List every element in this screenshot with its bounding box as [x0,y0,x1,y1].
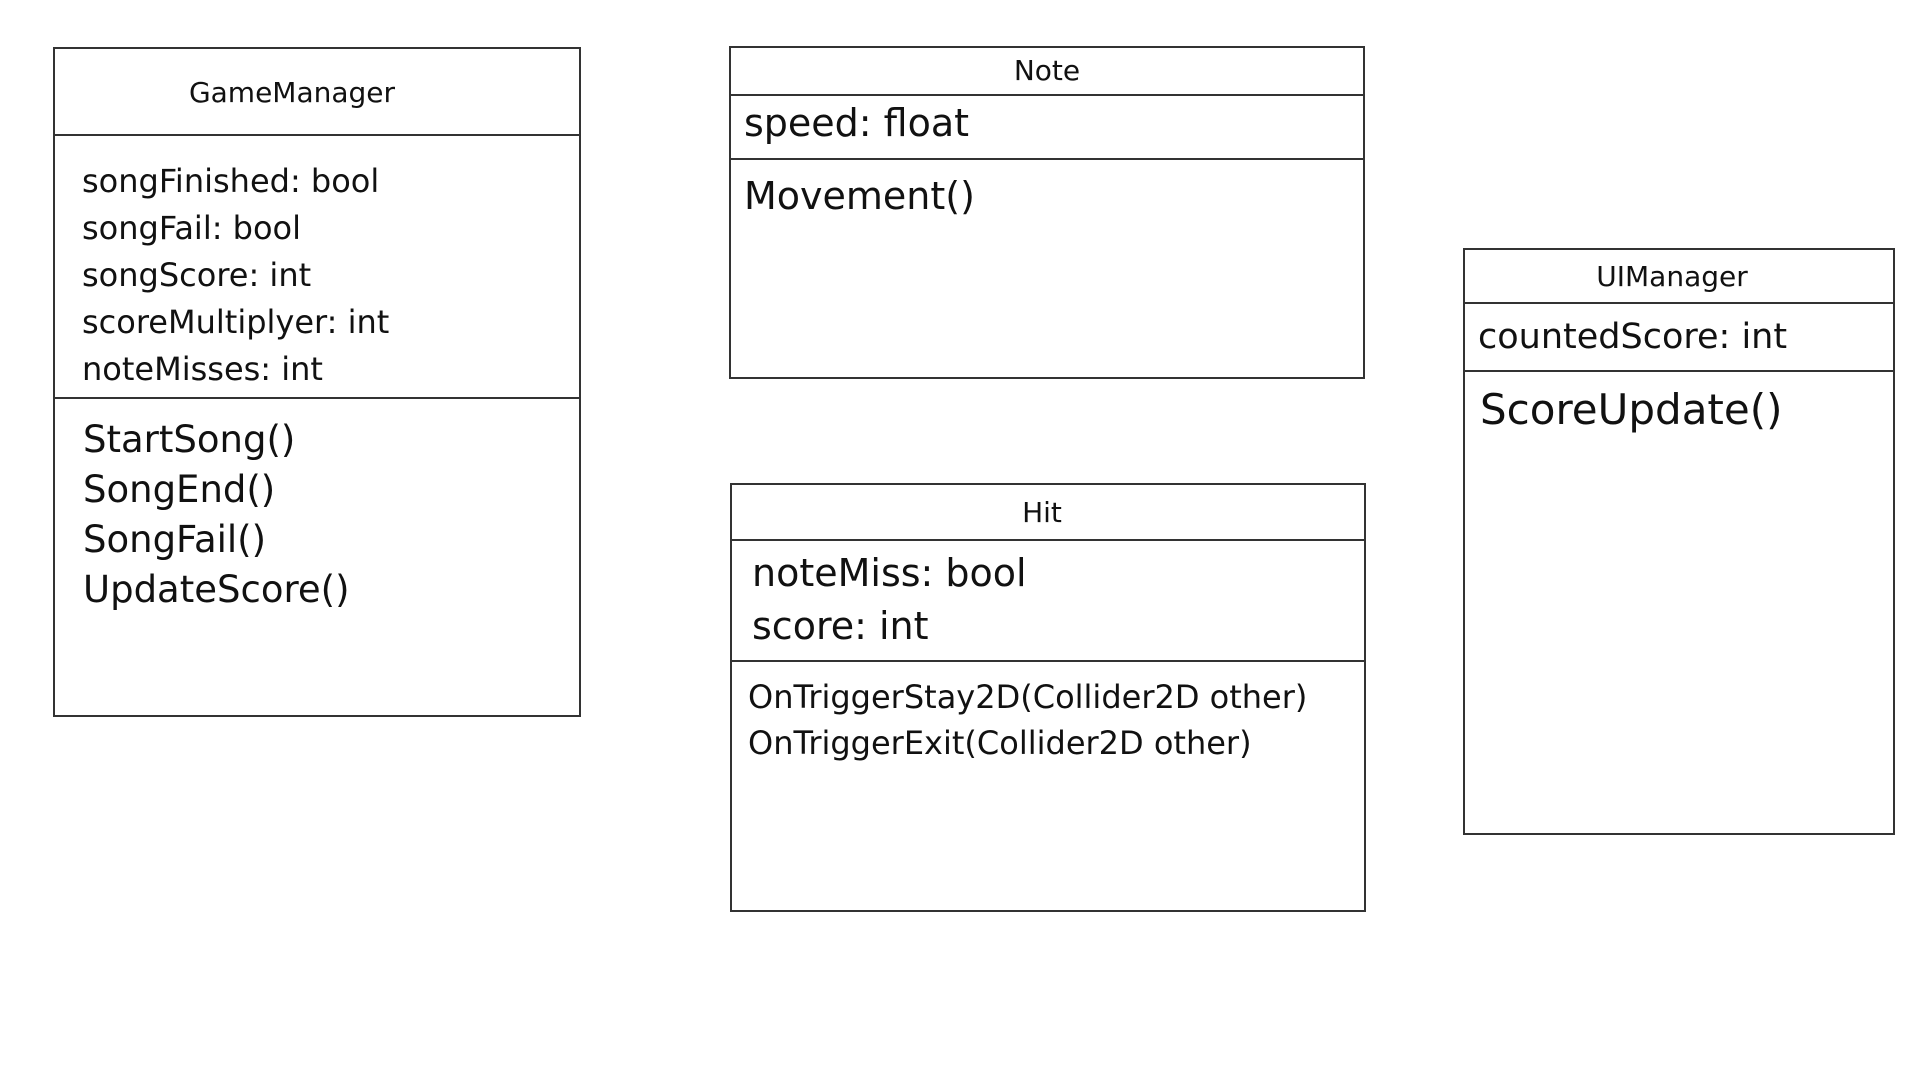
method-score-update: ScoreUpdate() [1480,385,1783,434]
method-on-trigger-stay-2d: OnTriggerStay2D(Collider2D other) [748,678,1308,716]
methods-section-note: Movement() [731,160,1363,224]
attribute-counted-score: countedScore: int [1478,317,1788,357]
method-update-score: UpdateScore() [83,568,350,611]
class-box-note: Note speed: float Movement() [729,46,1365,379]
attribute-note-misses: noteMisses: int [82,350,323,388]
attributes-section-hit: noteMiss: bool score: int [732,541,1364,662]
attribute-speed: speed: float [744,101,970,145]
class-name-note: Note [731,48,1363,96]
method-song-fail: SongFail() [83,518,267,561]
methods-section-uimanager: ScoreUpdate() [1465,372,1893,440]
attribute-song-score: songScore: int [82,256,312,294]
method-start-song: StartSong() [83,418,296,461]
attribute-song-fail: songFail: bool [82,209,302,247]
attribute-song-finished: songFinished: bool [82,162,380,200]
attribute-note-miss: noteMiss: bool [752,551,1027,595]
attribute-score-multiplyer: scoreMultiplyer: int [82,303,390,341]
attributes-section-uimanager: countedScore: int [1465,304,1893,372]
attribute-score: score: int [752,604,929,648]
method-on-trigger-exit: OnTriggerExit(Collider2D other) [748,724,1252,762]
class-box-gamemanager: GameManager songFinished: bool songFail:… [53,47,581,717]
method-song-end: SongEnd() [83,468,276,511]
class-box-hit: Hit noteMiss: bool score: int OnTriggerS… [730,483,1366,912]
methods-section-gamemanager: StartSong() SongEnd() SongFail() UpdateS… [55,399,579,615]
methods-section-hit: OnTriggerStay2D(Collider2D other) OnTrig… [732,662,1364,766]
attributes-section-note: speed: float [731,96,1363,160]
class-name-gamemanager: GameManager [55,49,579,136]
attributes-section-gamemanager: songFinished: bool songFail: bool songSc… [55,136,579,399]
class-name-hit: Hit [732,485,1364,541]
class-box-uimanager: UIManager countedScore: int ScoreUpdate(… [1463,248,1895,835]
method-movement: Movement() [744,174,975,218]
class-name-uimanager: UIManager [1465,250,1893,304]
